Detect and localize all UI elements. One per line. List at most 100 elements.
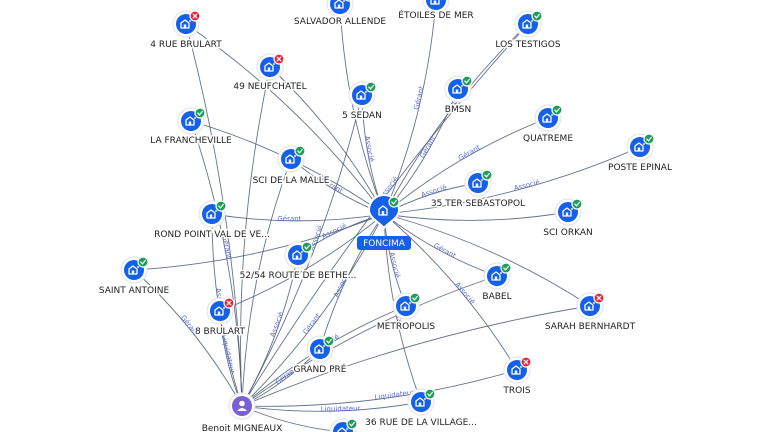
node-antoine[interactable]: SAINT ANTOINE bbox=[97, 256, 171, 298]
node-sedan[interactable]: 5 SEDAN bbox=[341, 81, 383, 123]
building-icon bbox=[472, 178, 483, 188]
building-icon bbox=[400, 301, 411, 311]
node-metropolis[interactable]: METROPOLIS bbox=[375, 292, 437, 334]
edge-benoit-sarah bbox=[241, 305, 591, 407]
check-badge-icon bbox=[194, 107, 206, 119]
edge-benoit-trois bbox=[241, 369, 518, 407]
edge-benoit-neufchatel bbox=[240, 66, 271, 407]
node-village[interactable]: 36 RUE DE LA VILLAGE... bbox=[364, 388, 478, 430]
person-icon bbox=[237, 400, 247, 411]
edge-label: Gérant bbox=[418, 135, 437, 160]
node-trois[interactable]: TROIS bbox=[501, 356, 532, 398]
check-badge-icon bbox=[294, 145, 306, 157]
node-babel[interactable]: BABEL bbox=[481, 262, 513, 304]
building-icon bbox=[430, 0, 440, 5]
edge-label: Associé bbox=[363, 135, 376, 162]
node-label: TROIS bbox=[502, 386, 530, 396]
edge-label: Associé bbox=[420, 183, 448, 199]
node-bmsn[interactable]: BMSN bbox=[443, 75, 473, 117]
node-testigos[interactable]: LOS TESTIGOS bbox=[494, 10, 562, 52]
check-badge-icon bbox=[323, 335, 335, 347]
building-icon bbox=[185, 116, 196, 126]
cross-badge-icon bbox=[273, 53, 285, 65]
building-icon bbox=[285, 154, 296, 164]
node-foncima[interactable]: FONCIMA bbox=[357, 194, 411, 250]
building-icon bbox=[452, 84, 463, 94]
center-label-pill bbox=[357, 236, 411, 250]
check-badge-icon bbox=[531, 10, 543, 22]
node-salvador[interactable]: SALVADOR ALLENDE bbox=[292, 0, 388, 29]
node-neufchatel[interactable]: 49 NEUFCHATEL bbox=[232, 53, 308, 94]
node-extra[interactable] bbox=[329, 418, 358, 432]
cross-badge-icon bbox=[520, 356, 532, 368]
node-label: 36 RUE DE LA VILLAGE... bbox=[365, 418, 477, 428]
edge-foncima-rue_brulart bbox=[185, 23, 385, 215]
cross-badge-icon bbox=[189, 10, 201, 22]
edge-foncima-antoine bbox=[133, 213, 385, 271]
node-etoiles[interactable]: ÉTOILES DE MER bbox=[397, 0, 475, 23]
building-icon bbox=[522, 19, 533, 29]
node-bethe[interactable]: 52/54 ROUTE DE BETHE... bbox=[238, 241, 358, 283]
edge-label: Associé bbox=[321, 222, 348, 241]
edge-foncima-quatreme bbox=[383, 117, 549, 215]
building-icon bbox=[634, 142, 645, 152]
node-label: 35 TER SEBASTOPOL bbox=[431, 199, 525, 209]
edge-label: Gérant bbox=[302, 312, 323, 336]
building-icon bbox=[128, 265, 139, 275]
building-icon bbox=[562, 207, 573, 217]
building-icon bbox=[491, 271, 502, 281]
node-label: SARAH BERNHARDT bbox=[545, 322, 636, 332]
node-sebastopol[interactable]: 35 TER SEBASTOPOL bbox=[429, 169, 527, 211]
edge-label: Liquidateur bbox=[321, 404, 361, 413]
cross-badge-icon bbox=[223, 297, 235, 309]
building-icon bbox=[214, 306, 225, 316]
nodes-layer: 4 RUE BRULART SALVADOR ALLENDE ÉTOILES DE … bbox=[97, 0, 673, 432]
building-icon bbox=[542, 113, 553, 123]
edge-benoit-antoine bbox=[133, 269, 243, 407]
check-badge-icon bbox=[409, 292, 421, 304]
edge-foncima-neufchatel bbox=[269, 66, 385, 215]
node-label: SCI ORKAN bbox=[543, 228, 592, 238]
node-francheville[interactable]: LA FRANCHEVILLE bbox=[149, 107, 234, 148]
node-grandpre[interactable]: GRAND PRÉ bbox=[292, 335, 348, 377]
edge-label: Liquidateur bbox=[220, 334, 237, 375]
check-badge-icon bbox=[551, 104, 563, 116]
node-label: BABEL bbox=[482, 292, 511, 302]
check-badge-icon bbox=[215, 200, 227, 212]
node-malle[interactable]: SCI DE LA MALLE bbox=[251, 145, 331, 188]
check-badge-icon bbox=[346, 418, 358, 430]
building-icon bbox=[356, 90, 367, 100]
node-label: 4 RUE BRULART bbox=[150, 40, 222, 50]
node-label: SAINT ANTOINE bbox=[99, 286, 170, 296]
node-brulart8[interactable]: 8 BRULART bbox=[193, 297, 247, 339]
edge-label: Associé bbox=[513, 178, 541, 192]
edge-foncima-salvador bbox=[339, 3, 385, 215]
edge-label: Gérant bbox=[412, 85, 426, 111]
check-badge-icon bbox=[571, 198, 583, 210]
node-label: LA FRANCHEVILLE bbox=[150, 136, 232, 146]
edge-foncima-trois bbox=[383, 213, 518, 371]
node-orkan[interactable]: SCI ORKAN bbox=[542, 198, 594, 240]
building-icon bbox=[415, 397, 426, 407]
node-label: POSTE EPINAL bbox=[608, 163, 672, 173]
building-icon bbox=[292, 250, 303, 260]
edge-label: Gérant bbox=[457, 143, 482, 162]
check-badge-icon bbox=[365, 81, 377, 93]
node-benoit[interactable]: Benoit MIGNEAUX bbox=[200, 392, 284, 432]
node-label: BMSN bbox=[445, 105, 471, 115]
node-quatreme[interactable]: QUATREME bbox=[521, 104, 575, 146]
edge-benoit-sedan bbox=[241, 94, 363, 407]
check-badge-icon bbox=[481, 169, 493, 181]
building-icon bbox=[378, 205, 388, 216]
node-poste[interactable]: POSTE EPINAL bbox=[607, 133, 673, 175]
node-label: ROND POINT VAL DE VE... bbox=[154, 230, 270, 240]
edge-foncima-testigos bbox=[383, 23, 529, 215]
node-sarah[interactable]: SARAH BERNHARDT bbox=[543, 292, 637, 334]
check-badge-icon bbox=[137, 256, 149, 268]
node-rondpoint[interactable]: ROND POINT VAL DE VE... bbox=[153, 200, 271, 242]
node-rue_brulart[interactable]: 4 RUE BRULART bbox=[149, 10, 224, 52]
check-badge-icon bbox=[388, 196, 400, 208]
edge-foncima-etoiles bbox=[383, 0, 437, 215]
check-badge-icon bbox=[301, 241, 313, 253]
